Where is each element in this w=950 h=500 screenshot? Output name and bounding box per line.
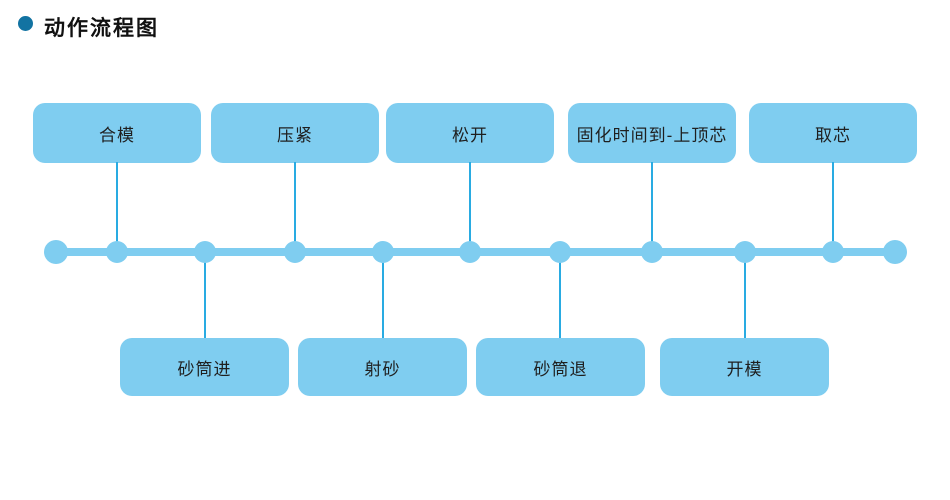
timeline-node-dot [641, 241, 663, 263]
flow-step-box-kaimo: 开模 [660, 338, 829, 396]
flow-step-box-songkai: 松开 [386, 103, 554, 163]
timeline-node-dot [372, 241, 394, 263]
timeline-node-dot [822, 241, 844, 263]
timeline-node-dot [734, 241, 756, 263]
flow-step-box-shatongtui: 砂筒退 [476, 338, 645, 396]
title-bullet-icon [18, 16, 33, 31]
timeline-node-dot [549, 241, 571, 263]
flow-step-box-shesha: 射砂 [298, 338, 467, 396]
connector-line [469, 162, 471, 252]
timeline-endpoint-dot [44, 240, 68, 264]
connector-line [832, 162, 834, 252]
flow-step-box-yajin: 压紧 [211, 103, 379, 163]
flow-step-label: 射砂 [364, 359, 401, 379]
flow-step-box-quxin: 取芯 [749, 103, 917, 163]
timeline-endpoint-dot [883, 240, 907, 264]
slide-header: 动作流程图 [0, 0, 950, 52]
flow-step-box-guhua: 固化时间到-上顶芯 [568, 103, 736, 163]
timeline-node-dot [106, 241, 128, 263]
flow-step-label: 固化时间到-上顶芯 [576, 125, 728, 145]
connector-line [559, 252, 561, 338]
timeline-node-dot [194, 241, 216, 263]
flow-step-label: 合模 [99, 125, 135, 145]
connector-line [651, 162, 653, 252]
flow-step-label: 压紧 [277, 125, 313, 145]
timeline-node-dot [284, 241, 306, 263]
page-title: 动作流程图 [44, 17, 159, 40]
flow-step-box-hemo: 合模 [33, 103, 201, 163]
flow-step-label: 松开 [452, 125, 488, 145]
flow-step-label: 取芯 [815, 125, 851, 145]
flow-step-label: 开模 [726, 359, 763, 379]
flow-step-label: 砂筒进 [177, 359, 232, 379]
flow-step-box-shatongjin: 砂筒进 [120, 338, 289, 396]
connector-line [294, 162, 296, 252]
flow-step-label: 砂筒退 [533, 359, 588, 379]
connector-line [382, 252, 384, 338]
timeline-node-dot [459, 241, 481, 263]
connector-line [744, 252, 746, 338]
connector-line [204, 252, 206, 338]
connector-line [116, 162, 118, 252]
